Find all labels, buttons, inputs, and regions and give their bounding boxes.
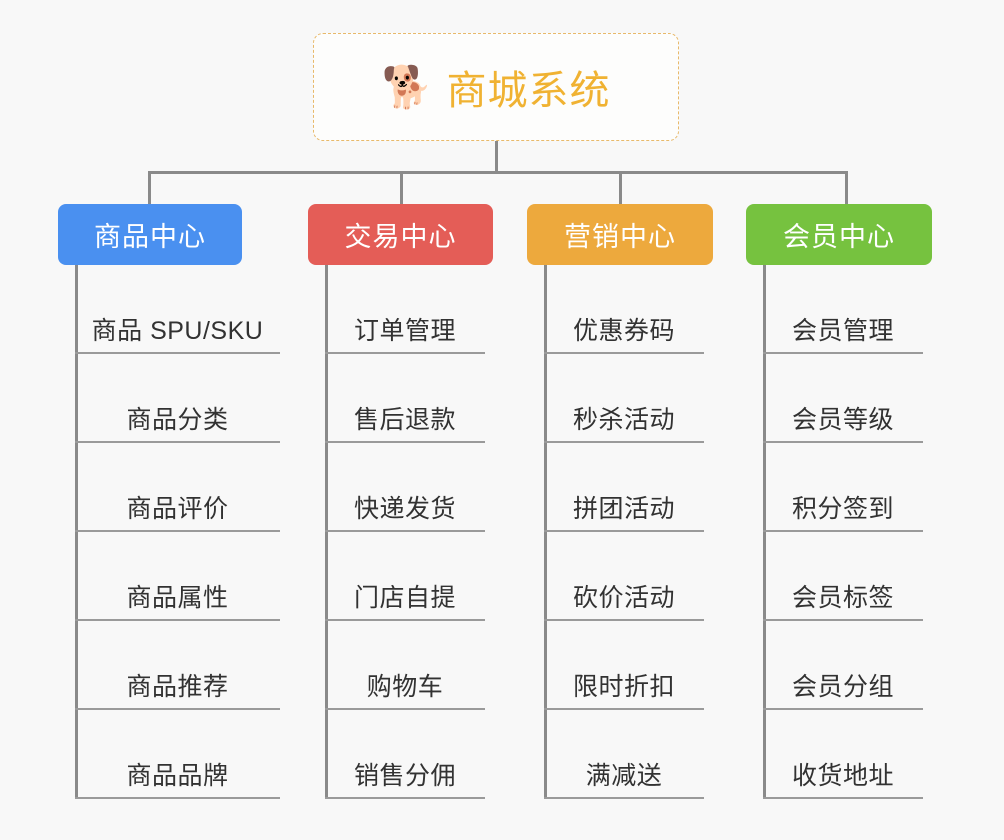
leaf-item[interactable]: 砍价活动 [544, 532, 704, 621]
leaf-item[interactable]: 收货地址 [763, 710, 923, 799]
branch-header-label: 交易中心 [344, 222, 457, 252]
leaf-item[interactable]: 满减送 [544, 710, 704, 799]
leaf-item-label: 砍价活动 [572, 583, 675, 612]
leaf-item[interactable]: 售后退款 [325, 354, 485, 443]
root-node[interactable]: 🐕 商城系统 [313, 33, 679, 141]
leaf-item[interactable]: 会员管理 [763, 265, 923, 354]
leaf-item[interactable]: 限时折扣 [544, 621, 704, 710]
leaf-item-label: 销售分佣 [353, 761, 456, 790]
branch-header-label: 会员中心 [783, 222, 895, 252]
connector-drop-branch-3 [619, 171, 622, 206]
leaf-item[interactable]: 积分签到 [763, 443, 923, 532]
leaf-item-label: 快递发货 [353, 494, 456, 523]
leaf-item-label: 商品品牌 [126, 761, 229, 790]
leaf-item-label: 售后退款 [353, 405, 456, 434]
leaf-item-label: 秒杀活动 [572, 405, 675, 434]
leaf-item[interactable]: 商品属性 [75, 532, 280, 621]
leaf-list-product: 商品 SPU/SKU 商品分类 商品评价 商品属性 商品推荐 商品品牌 [75, 265, 280, 799]
branch-trunk-line [544, 265, 547, 799]
branch-header-label: 商品中心 [94, 222, 206, 252]
leaf-item[interactable]: 门店自提 [325, 532, 485, 621]
leaf-item-label: 积分签到 [791, 494, 894, 523]
branch-header-label: 营销中心 [564, 222, 676, 252]
branch-trunk-line [763, 265, 766, 799]
branch-header-trade[interactable]: 交易中心 [308, 204, 493, 265]
leaf-item-label: 商品推荐 [126, 672, 229, 701]
branch-header-product[interactable]: 商品中心 [58, 204, 242, 265]
leaf-item[interactable]: 快递发货 [325, 443, 485, 532]
leaf-item-label: 商品分类 [126, 405, 229, 434]
leaf-item-label: 会员管理 [791, 316, 894, 345]
leaf-item[interactable]: 拼团活动 [544, 443, 704, 532]
leaf-item[interactable]: 商品推荐 [75, 621, 280, 710]
leaf-item[interactable]: 商品评价 [75, 443, 280, 532]
leaf-item-label: 订单管理 [353, 316, 456, 345]
branch-trunk-line [325, 265, 328, 799]
leaf-item-label: 商品评价 [126, 494, 229, 523]
leaf-item-label: 满减送 [585, 761, 663, 790]
leaf-item[interactable]: 会员分组 [763, 621, 923, 710]
leaf-item-label: 购物车 [366, 672, 444, 701]
connector-drop-branch-2 [400, 171, 403, 206]
connector-drop-branch-4 [845, 171, 848, 206]
leaf-item-label: 会员分组 [791, 672, 894, 701]
leaf-item[interactable]: 优惠券码 [544, 265, 704, 354]
branch-header-member[interactable]: 会员中心 [746, 204, 932, 265]
leaf-item-label: 商品 SPU/SKU [91, 316, 264, 345]
branch-header-marketing[interactable]: 营销中心 [527, 204, 713, 265]
shiba-dog-face-icon: 🐕 [381, 63, 433, 110]
leaf-list-marketing: 优惠券码 秒杀活动 拼团活动 砍价活动 限时折扣 满减送 [544, 265, 704, 799]
leaf-item[interactable]: 购物车 [325, 621, 485, 710]
leaf-list-trade: 订单管理 售后退款 快递发货 门店自提 购物车 销售分佣 [325, 265, 485, 799]
leaf-item[interactable]: 秒杀活动 [544, 354, 704, 443]
branch-trunk-line [75, 265, 78, 799]
leaf-item-label: 会员等级 [791, 405, 894, 434]
leaf-item[interactable]: 订单管理 [325, 265, 485, 354]
connector-horizontal-bus [148, 171, 848, 174]
leaf-item[interactable]: 商品 SPU/SKU [75, 265, 280, 354]
leaf-item[interactable]: 销售分佣 [325, 710, 485, 799]
leaf-item[interactable]: 商品分类 [75, 354, 280, 443]
leaf-item-label: 拼团活动 [572, 494, 675, 523]
leaf-list-member: 会员管理 会员等级 积分签到 会员标签 会员分组 收货地址 [763, 265, 923, 799]
connector-root-stem [495, 141, 498, 174]
leaf-item[interactable]: 会员标签 [763, 532, 923, 621]
leaf-item[interactable]: 会员等级 [763, 354, 923, 443]
leaf-item-label: 优惠券码 [572, 316, 675, 345]
leaf-item-label: 门店自提 [353, 583, 456, 612]
leaf-item-label: 会员标签 [791, 583, 894, 612]
leaf-item[interactable]: 商品品牌 [75, 710, 280, 799]
leaf-item-label: 商品属性 [126, 583, 229, 612]
connector-drop-branch-1 [148, 171, 151, 206]
leaf-item-label: 收货地址 [791, 761, 894, 790]
root-title: 商城系统 [446, 69, 611, 113]
leaf-item-label: 限时折扣 [572, 672, 675, 701]
